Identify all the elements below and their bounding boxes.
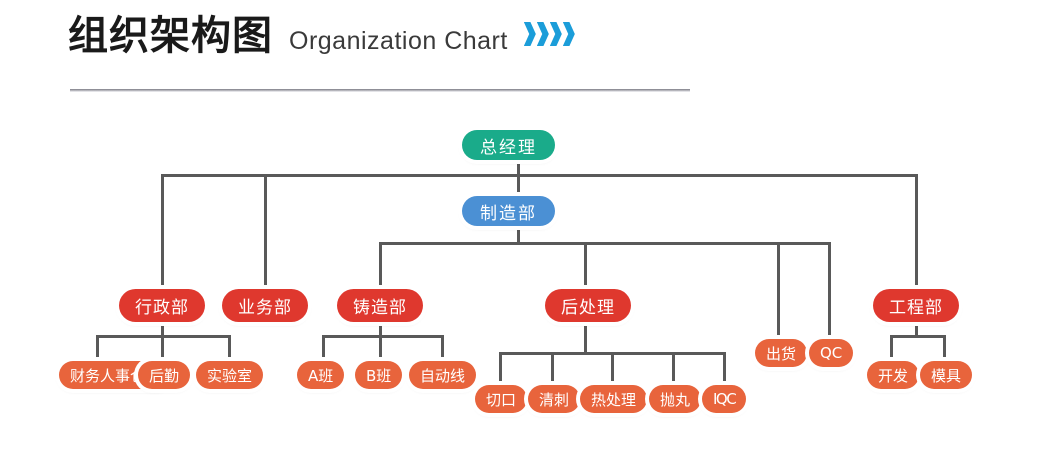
connector-to-shifta — [322, 335, 325, 362]
connector-to-auto — [441, 335, 444, 362]
node-shipping[interactable]: 出货 — [755, 339, 808, 367]
node-iqc[interactable]: IQC — [702, 385, 747, 413]
node-heat-treatment[interactable]: 热处理 — [580, 385, 648, 413]
connector-to-admin — [161, 174, 164, 290]
node-business-dept[interactable]: 业务部 — [222, 289, 308, 322]
chevron-right-icon — [549, 22, 562, 46]
connector-to-cut — [499, 352, 502, 385]
connector-to-lab — [228, 335, 231, 362]
node-shift-a[interactable]: A班 — [297, 361, 345, 389]
connector-to-post — [584, 242, 587, 290]
connector-mfg-bus — [379, 242, 831, 245]
node-casting-dept[interactable]: 铸造部 — [337, 289, 423, 322]
header-divider — [70, 89, 690, 92]
connector-to-iqc — [723, 352, 726, 385]
connector-to-dev — [890, 335, 893, 362]
connector-to-qc — [828, 242, 831, 340]
connector-eng-bus — [890, 335, 946, 338]
page-title-cn: 组织架构图 — [68, 13, 273, 59]
connector-mfg-down — [517, 226, 520, 243]
node-automatic-line[interactable]: 自动线 — [409, 361, 477, 389]
node-laboratory[interactable]: 实验室 — [196, 361, 264, 389]
node-cutting[interactable]: 切口 — [475, 385, 528, 413]
page-header: 组织架构图 Organization Chart — [0, 0, 1060, 100]
connector-admin-down — [161, 322, 164, 336]
connector-cast-down — [379, 322, 382, 336]
connector-top-bus-to-mfg — [517, 174, 520, 196]
connector-cast-bus — [322, 335, 444, 338]
node-shift-b[interactable]: B班 — [355, 361, 403, 389]
chevron-arrows-icon — [523, 22, 575, 46]
node-engineering-dept[interactable]: 工程部 — [873, 289, 959, 322]
node-manufacturing-dept[interactable]: 制造部 — [462, 196, 555, 226]
connector-top-bus — [161, 174, 918, 177]
connector-to-eng — [915, 174, 918, 290]
connector-to-cast — [379, 242, 382, 290]
node-general-manager[interactable]: 总经理 — [462, 130, 555, 160]
node-shot-blasting[interactable]: 抛丸 — [649, 385, 702, 413]
connector-to-shiftb — [379, 335, 382, 362]
chevron-right-icon — [523, 22, 536, 46]
node-mold[interactable]: 模具 — [920, 361, 973, 389]
page-title-en: Organization Chart — [289, 27, 508, 55]
connector-to-sales — [264, 174, 267, 290]
connector-to-deburr — [551, 352, 554, 385]
connector-to-fin — [96, 335, 99, 362]
node-administration-dept[interactable]: 行政部 — [119, 289, 205, 322]
connector-to-shot — [672, 352, 675, 385]
node-development[interactable]: 开发 — [867, 361, 920, 389]
connector-to-heat — [611, 352, 614, 385]
node-deburring[interactable]: 清刺 — [528, 385, 581, 413]
connector-eng-down — [915, 322, 918, 336]
chevron-right-icon — [536, 22, 549, 46]
connector-to-log — [161, 335, 164, 362]
node-qc[interactable]: QC — [809, 339, 854, 367]
chevron-right-icon — [562, 22, 575, 46]
connector-to-ship — [777, 242, 780, 340]
connector-to-mold — [943, 335, 946, 362]
connector-gm-down — [517, 160, 520, 177]
title-row: 组织架构图 Organization Chart — [68, 16, 575, 56]
connector-post-down — [584, 322, 587, 353]
node-logistics[interactable]: 后勤 — [138, 361, 191, 389]
node-post-processing-dept[interactable]: 后处理 — [545, 289, 631, 322]
